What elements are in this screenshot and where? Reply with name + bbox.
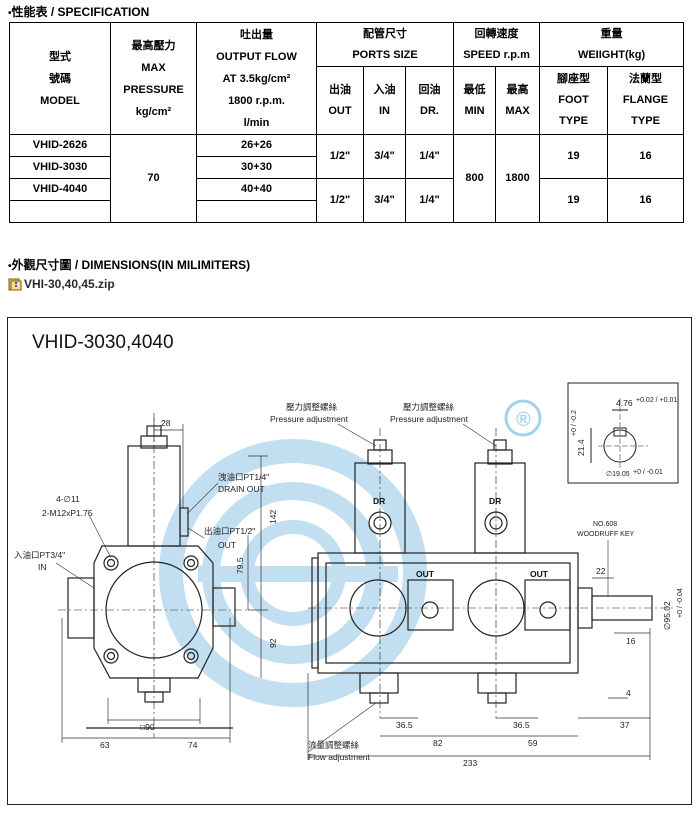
flow-cell: 40+40 [196, 178, 317, 201]
foot-weight-cell: 19 [539, 178, 609, 223]
port-in-cell: 3/4" [363, 178, 406, 223]
port-dr-cell: 1/4" [404, 134, 455, 179]
weight-header: 重量 WEIIGHT(kg) [539, 22, 685, 67]
model-cell: VHID-2626 [9, 134, 111, 157]
speed-header: 回轉速度 SPEED r.p.m [453, 22, 541, 67]
port-out-cell: 1/2" [316, 178, 364, 223]
outlet-label-en: OUT [218, 540, 236, 550]
dim-19-05: ∅19.05 [606, 471, 630, 478]
dim-36-5-a: 36.5 [396, 720, 413, 730]
dim-82: 82 [433, 738, 443, 748]
table-row [9, 200, 684, 223]
port-out-cell: 1/2" [316, 134, 364, 179]
dim-74: 74 [188, 740, 198, 750]
dr-label-1: DR [373, 496, 385, 506]
dim-92: 92 [268, 638, 278, 648]
model-cell: VHID-3030 [9, 156, 111, 179]
drawing-canvas: ® [14, 382, 684, 768]
dimensions-heading: •外觀尺寸圖 / DIMENSIONS(IN MILIMITERS) [8, 258, 251, 272]
registered-mark: ® [516, 409, 531, 431]
dim-59: 59 [528, 738, 538, 748]
dim-28: 28 [161, 418, 171, 428]
dim-4: 4 [626, 688, 631, 698]
dim-36-5-b: 36.5 [513, 720, 530, 730]
front-view-dimensions [307, 577, 651, 760]
dim-4-76: 4.76 [616, 398, 633, 408]
pressure-cell: 70 [110, 134, 197, 223]
dim-21-4: 21.4 [576, 439, 586, 456]
inlet-label: 入油口PT3/4" [14, 550, 65, 560]
key-number: NO.608 [593, 521, 617, 528]
drain-label: 洩油口PT1/4" [218, 472, 269, 482]
spec-table: 型式 號碼 MODEL 最高壓力 MAX PRESSURE kg/cm² 吐出量… [9, 22, 685, 223]
dim-90: □90 [140, 722, 155, 732]
dim-233: 233 [463, 758, 477, 768]
inlet-label-en: IN [38, 562, 47, 572]
spec-heading: •性能表 / SPECIFICATION [8, 5, 150, 19]
dim-95-02: ∅95.02 [662, 601, 672, 630]
port-dr-cell: 1/4" [404, 178, 455, 223]
out-label-1: OUT [416, 569, 435, 579]
drain-label-en: DRAIN OUT [218, 484, 265, 494]
watermark-logo: ® [159, 399, 542, 707]
model-cell: VHID-4040 [9, 178, 111, 201]
shaft-key-detail [567, 382, 679, 484]
bolt-label-1: 4-∅11 [56, 494, 80, 504]
outlet-label: 出油口PT1/2" [204, 526, 255, 536]
ports-size-header: 配管尺寸 PORTS SIZE [315, 22, 455, 67]
pressure-adjust-label-2-en: Pressure adjustment [390, 414, 469, 424]
drawing-title: VHID-3030,4040 [32, 332, 174, 353]
out-label-2: OUT [530, 569, 549, 579]
dim-22: 22 [596, 566, 606, 576]
side-view-dimensions [61, 424, 268, 743]
dim-142: 142 [268, 510, 278, 524]
dim-16: 16 [626, 636, 636, 646]
zip-download-link[interactable]: VHI-30,40,45.zip [8, 277, 115, 291]
table-row: VHID-2626 70 26+26 1/2" 3/4" 1/4" 800 18… [9, 134, 685, 223]
pressure-adjust-label-2: 壓力調整螺絲 [403, 402, 455, 412]
pressure-adjust-label-1-en: Pressure adjustment [270, 414, 349, 424]
zip-file-icon [8, 278, 22, 290]
speed-max-cell: 1800 [495, 134, 541, 223]
dim-79-5: 79.5 [235, 557, 245, 574]
bolt-label-2: 2-M12xP1.75 [42, 508, 93, 518]
flow-adjust-label-en: Flow adjustment [308, 752, 371, 762]
dr-label-2: DR [489, 496, 501, 506]
pressure-adjust-label-1: 壓力調整螺絲 [286, 402, 338, 412]
dim-21-4-tol: +0 / -0.2 [571, 410, 578, 436]
flow-adjust-label: 流量調整螺絲 [308, 740, 360, 750]
dim-4-76-tol: +0.02 / +0.01 [636, 397, 677, 404]
max-pressure-header: 最高壓力 MAX PRESSURE kg/cm² [110, 22, 197, 135]
spec-heading-text: 性能表 / SPECIFICATION [11, 5, 150, 19]
key-type: WOODRUFF KEY [577, 531, 634, 538]
port-in-cell: 3/4" [363, 134, 406, 179]
dimension-drawing: ® [7, 317, 692, 805]
dim-95-02-tol: +0 / -0.04 [677, 588, 684, 618]
flow-cell: 30+30 [196, 156, 317, 179]
flow-cell: 26+26 [196, 134, 317, 157]
model-header: 型式 號碼 MODEL [9, 22, 111, 135]
output-flow-header: 吐出量 OUTPUT FLOW AT 3.5kg/cm² 1800 r.p.m.… [196, 22, 317, 135]
foot-weight-cell: 19 [539, 134, 609, 179]
flange-weight-cell: 16 [607, 134, 685, 179]
dim-63: 63 [100, 740, 110, 750]
model-cell [9, 200, 111, 223]
speed-min-cell: 800 [453, 134, 497, 223]
flange-weight-cell: 16 [607, 178, 685, 223]
table-row: VHID-4040 40+40 1/2" 3/4" 1/4" 19 16 [9, 178, 685, 223]
dim-19-05-tol: +0 / -0.01 [633, 469, 663, 476]
zip-link-text[interactable]: VHI-30,40,45.zip [24, 277, 115, 291]
dimensions-heading-text: 外觀尺寸圖 / DIMENSIONS(IN MILIMITERS) [11, 258, 251, 272]
dim-37: 37 [620, 720, 630, 730]
flow-cell [196, 200, 317, 223]
